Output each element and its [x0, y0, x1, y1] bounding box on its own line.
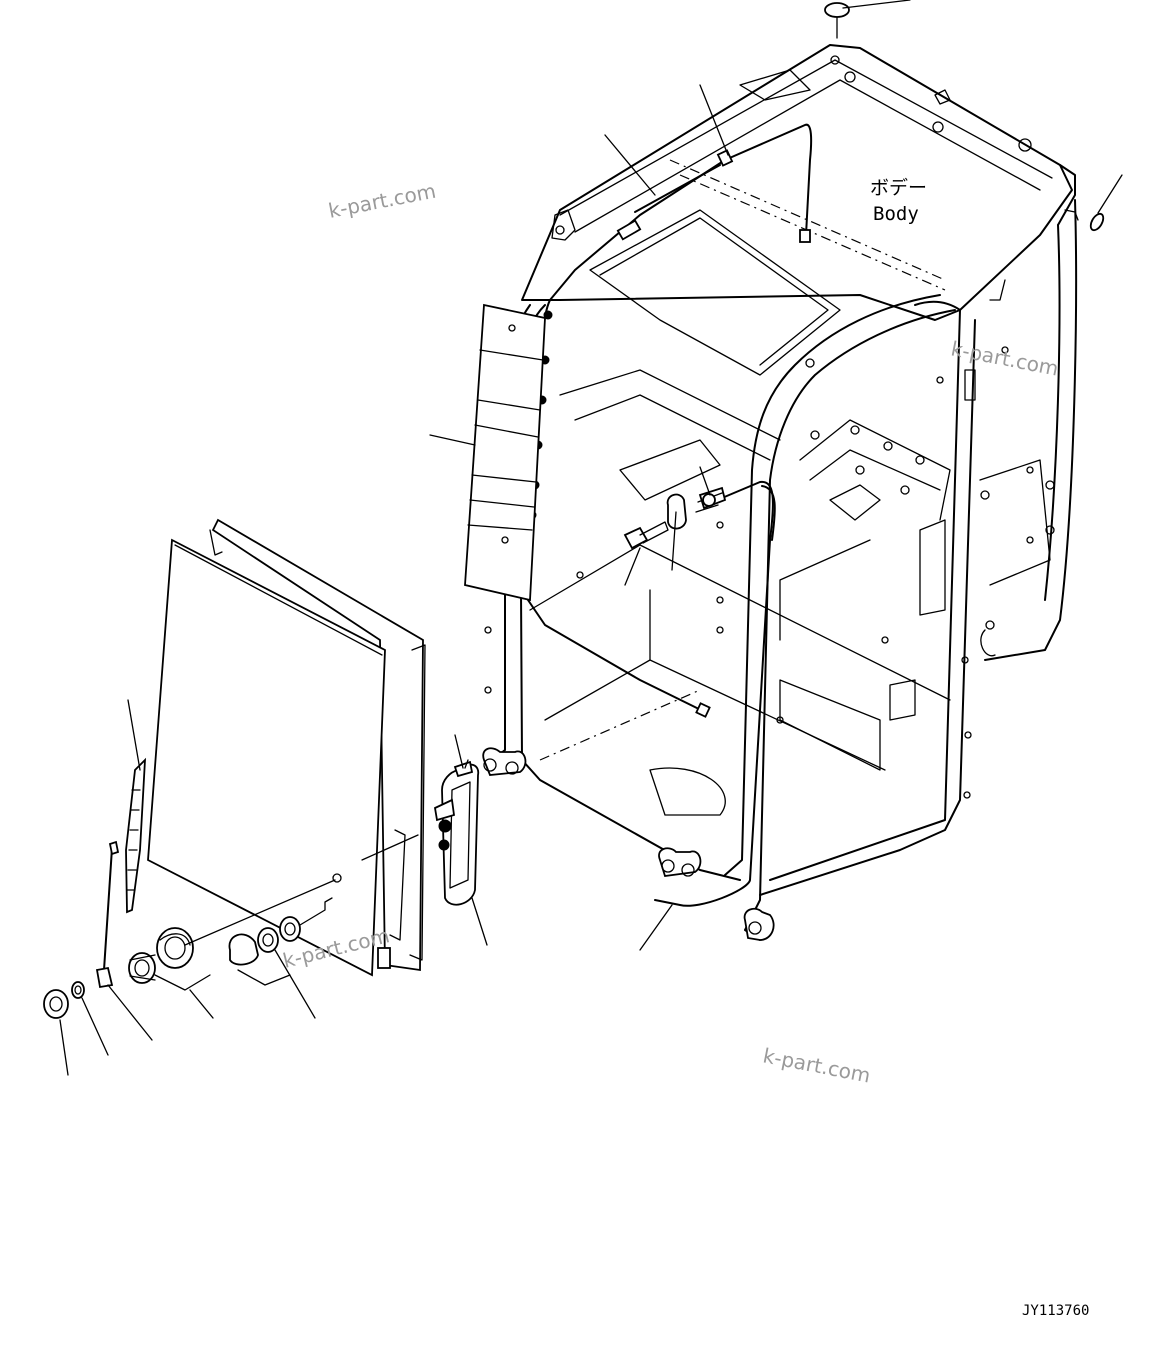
body-fasteners — [623, 492, 723, 550]
drawing-code: JY113760 — [1022, 1303, 1089, 1319]
leader-lines — [59, 0, 1123, 1076]
work-lamp — [434, 760, 480, 906]
watermark-top-left: k-part.com — [326, 179, 437, 223]
body-label-japanese: ボデー — [870, 177, 927, 199]
watermark-bottom: k-part.com — [761, 1043, 872, 1087]
label-sticker-sheet — [464, 303, 546, 602]
cab-frame — [482, 44, 1078, 941]
window-glass-panel — [147, 518, 426, 977]
wiper-assembly — [43, 757, 336, 1019]
body-label-english: Body — [873, 203, 919, 225]
roof-cap-parts — [824, 2, 1105, 232]
watermark-right: k-part.com — [949, 336, 1060, 380]
